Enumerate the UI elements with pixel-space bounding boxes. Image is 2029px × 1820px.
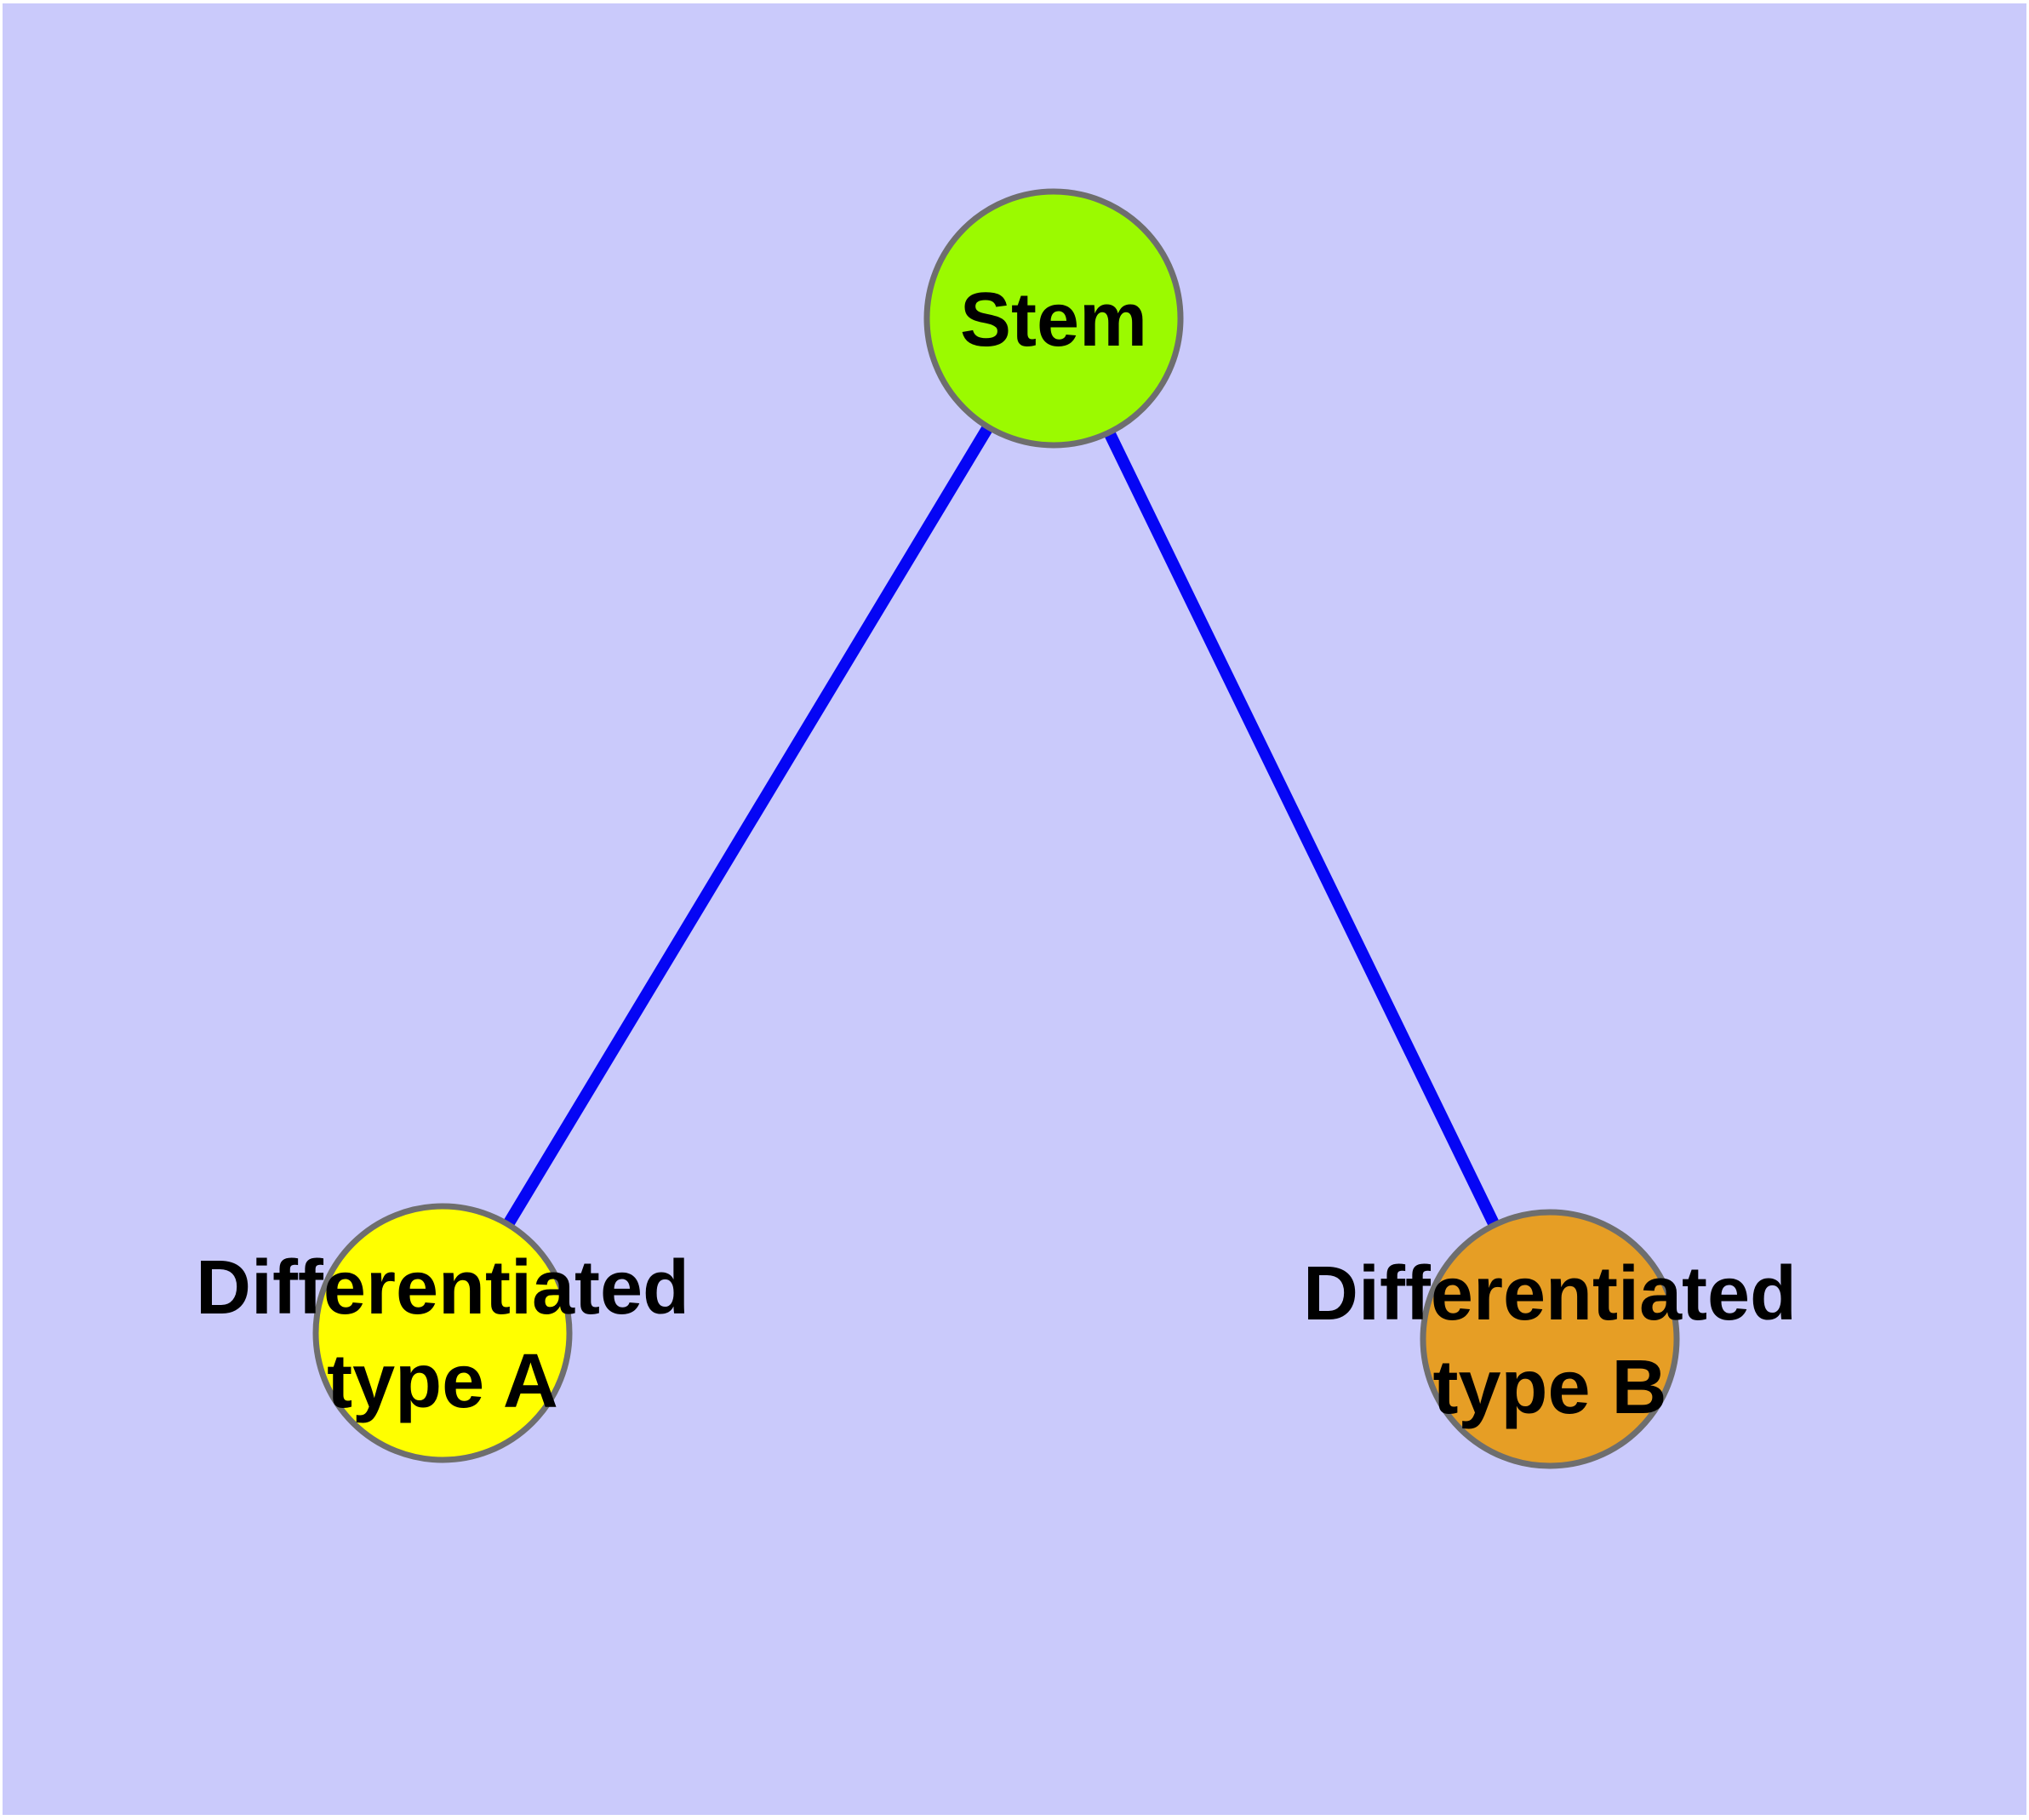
- cell-differentiation-graph: Stem Differentiated type A Differentiate…: [196, 188, 1797, 1469]
- node-stem-label: Stem: [960, 278, 1147, 363]
- graph-plot-area: Stem Differentiated type A Differentiate…: [3, 3, 2026, 1815]
- node-differentiated-type-a: Differentiated type A: [196, 1203, 689, 1463]
- node-type-a-label-line2: type A: [327, 1339, 558, 1424]
- node-type-b-label-line2: type B: [1432, 1345, 1666, 1430]
- node-stem-circle: [923, 188, 1184, 449]
- node-type-a-circle: [312, 1203, 573, 1463]
- node-differentiated-type-b: Differentiated type B: [1303, 1209, 1797, 1469]
- node-stem: Stem: [923, 188, 1184, 449]
- edge-stem-to-type-a: [437, 315, 1059, 1336]
- node-type-a-label-line1: Differentiated: [196, 1245, 689, 1331]
- edge-stem-to-type-b: [1048, 315, 1556, 1342]
- node-type-b-circle: [1420, 1209, 1680, 1469]
- node-type-b-label-line1: Differentiated: [1303, 1251, 1797, 1336]
